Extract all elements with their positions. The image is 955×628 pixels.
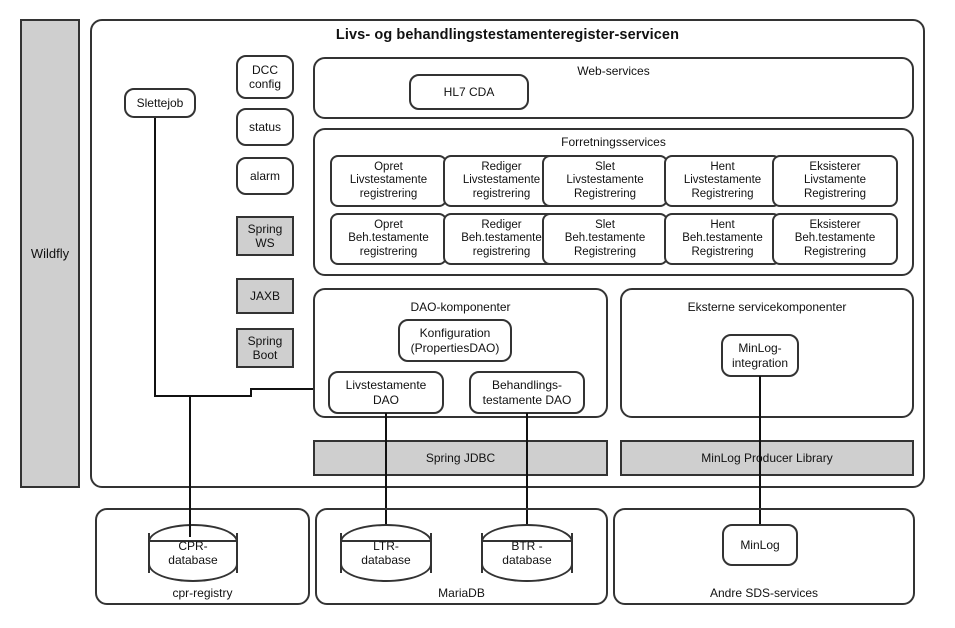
dao-label: Livstestamente DAO — [345, 378, 427, 407]
group-mariadb — [315, 508, 608, 605]
group-andre-sds-title: Andre SDS-services — [709, 586, 819, 600]
component-spring-boot[interactable]: Spring Boot — [236, 328, 294, 368]
component-label: status — [248, 119, 281, 134]
component-label: Spring WS — [247, 221, 283, 250]
page-title: Livs- og behandlingstestamenteregister-s… — [335, 27, 680, 43]
component-label: MinLog- integration — [731, 341, 789, 370]
database-label: BTR - database — [502, 538, 552, 567]
service-label: Hent Beh.testamente Registrering — [682, 218, 763, 258]
service-label: Slet Beh.testamente Registrering — [564, 218, 646, 258]
group-dao-komponenter — [313, 288, 608, 418]
connector-overlay-minlog — [759, 440, 761, 476]
platform-wildfly: Wildfly — [20, 19, 80, 488]
database-btr[interactable]: BTR - database — [481, 524, 573, 582]
service-label: Eksisterer Livstamente Registrering — [803, 160, 866, 200]
dao-label: Behandlings- testamente DAO — [482, 378, 572, 407]
service-label: Slet Livstestamente Registrering — [566, 160, 644, 200]
component-label: Slettejob — [136, 95, 184, 110]
service-eksisterer-behtestamente[interactable]: Eksisterer Beh.testamente Registrering — [772, 213, 898, 265]
dao-behandlingstestamente[interactable]: Behandlings- testamente DAO — [469, 371, 585, 414]
service-hl7-cda[interactable]: HL7 CDA — [409, 74, 529, 110]
connector-overlay-btr — [526, 440, 528, 476]
group-dao-title: DAO-komponenter — [410, 300, 511, 314]
component-label: alarm — [249, 168, 280, 183]
database-ltr[interactable]: LTR- database — [340, 524, 432, 582]
database-cpr[interactable]: CPR- database — [148, 524, 238, 582]
service-opret-livstestamente[interactable]: Opret Livstestamente registrering — [330, 155, 447, 207]
component-spring-ws[interactable]: Spring WS — [236, 216, 294, 256]
connector-overlay-cpr — [189, 476, 191, 537]
component-label: DCC config — [248, 62, 282, 91]
group-forretningsservices — [313, 128, 914, 276]
library-spring-jdbc: Spring JDBC — [313, 440, 608, 476]
service-slet-behtestamente[interactable]: Slet Beh.testamente Registrering — [542, 213, 668, 265]
service-label: Opret Livstestamente registrering — [349, 160, 428, 200]
service-hent-behtestamente[interactable]: Hent Beh.testamente Registrering — [664, 213, 781, 265]
service-label: Rediger Livstestamente registrering — [462, 160, 541, 200]
dao-label: Konfiguration (PropertiesDAO) — [410, 326, 500, 355]
dao-konfiguration[interactable]: Konfiguration (PropertiesDAO) — [398, 319, 512, 362]
library-minlog-producer: MinLog Producer Library — [620, 440, 914, 476]
database-label: CPR- database — [168, 538, 218, 567]
component-minlog-integration[interactable]: MinLog- integration — [721, 334, 799, 377]
service-slet-livstestamente[interactable]: Slet Livstestamente Registrering — [542, 155, 668, 207]
group-andre-sds-services — [613, 508, 915, 605]
service-label: MinLog — [740, 537, 780, 552]
service-label: Opret Beh.testamente registrering — [348, 218, 429, 258]
group-forretningsservices-title: Forretningsservices — [561, 135, 666, 149]
group-eksterne-title: Eksterne servicekomponenter — [687, 300, 847, 314]
service-label: Rediger Beh.testamente registrering — [461, 218, 542, 258]
connector-slettejob-to-cpr — [189, 395, 191, 537]
group-mariadb-title: MariaDB — [438, 586, 485, 600]
group-web-services-title: Web-services — [577, 64, 650, 78]
connector-slettejob-step — [250, 388, 252, 397]
component-label: JAXB — [249, 288, 280, 303]
library-label: MinLog Producer Library — [701, 450, 833, 465]
service-rediger-livstestamente[interactable]: Rediger Livstestamente registrering — [443, 155, 560, 207]
connector-overlay-ltr — [385, 440, 387, 476]
service-eksisterer-livstestamente[interactable]: Eksisterer Livstamente Registrering — [772, 155, 898, 207]
service-label: HL7 CDA — [443, 84, 495, 99]
component-jaxb[interactable]: JAXB — [236, 278, 294, 314]
component-status[interactable]: status — [236, 108, 294, 146]
group-cpr-registry — [95, 508, 310, 605]
connector-slettejob-to-dao — [250, 388, 315, 390]
connector-slettejob-horizontal — [154, 395, 252, 397]
service-label: Eksisterer Beh.testamente Registrering — [794, 218, 876, 258]
component-dcc-config[interactable]: DCC config — [236, 55, 294, 99]
service-opret-behtestamente[interactable]: Opret Beh.testamente registrering — [330, 213, 447, 265]
platform-label: Wildfly — [30, 245, 70, 261]
library-label: Spring JDBC — [425, 450, 496, 465]
group-cpr-registry-title: cpr-registry — [172, 586, 233, 600]
service-label: Hent Livstestamente Registrering — [683, 160, 762, 200]
component-alarm[interactable]: alarm — [236, 157, 294, 195]
component-label: Spring Boot — [247, 333, 283, 362]
group-eksterne-servicekomponenter — [620, 288, 914, 418]
component-slettejob[interactable]: Slettejob — [124, 88, 196, 118]
database-label: LTR- database — [361, 538, 411, 567]
service-container — [90, 19, 925, 488]
service-hent-livstestamente[interactable]: Hent Livstestamente Registrering — [664, 155, 781, 207]
dao-livstestamente[interactable]: Livstestamente DAO — [328, 371, 444, 414]
service-minlog[interactable]: MinLog — [722, 524, 798, 566]
group-web-services — [313, 57, 914, 119]
connector-slettejob-vertical — [154, 116, 156, 397]
